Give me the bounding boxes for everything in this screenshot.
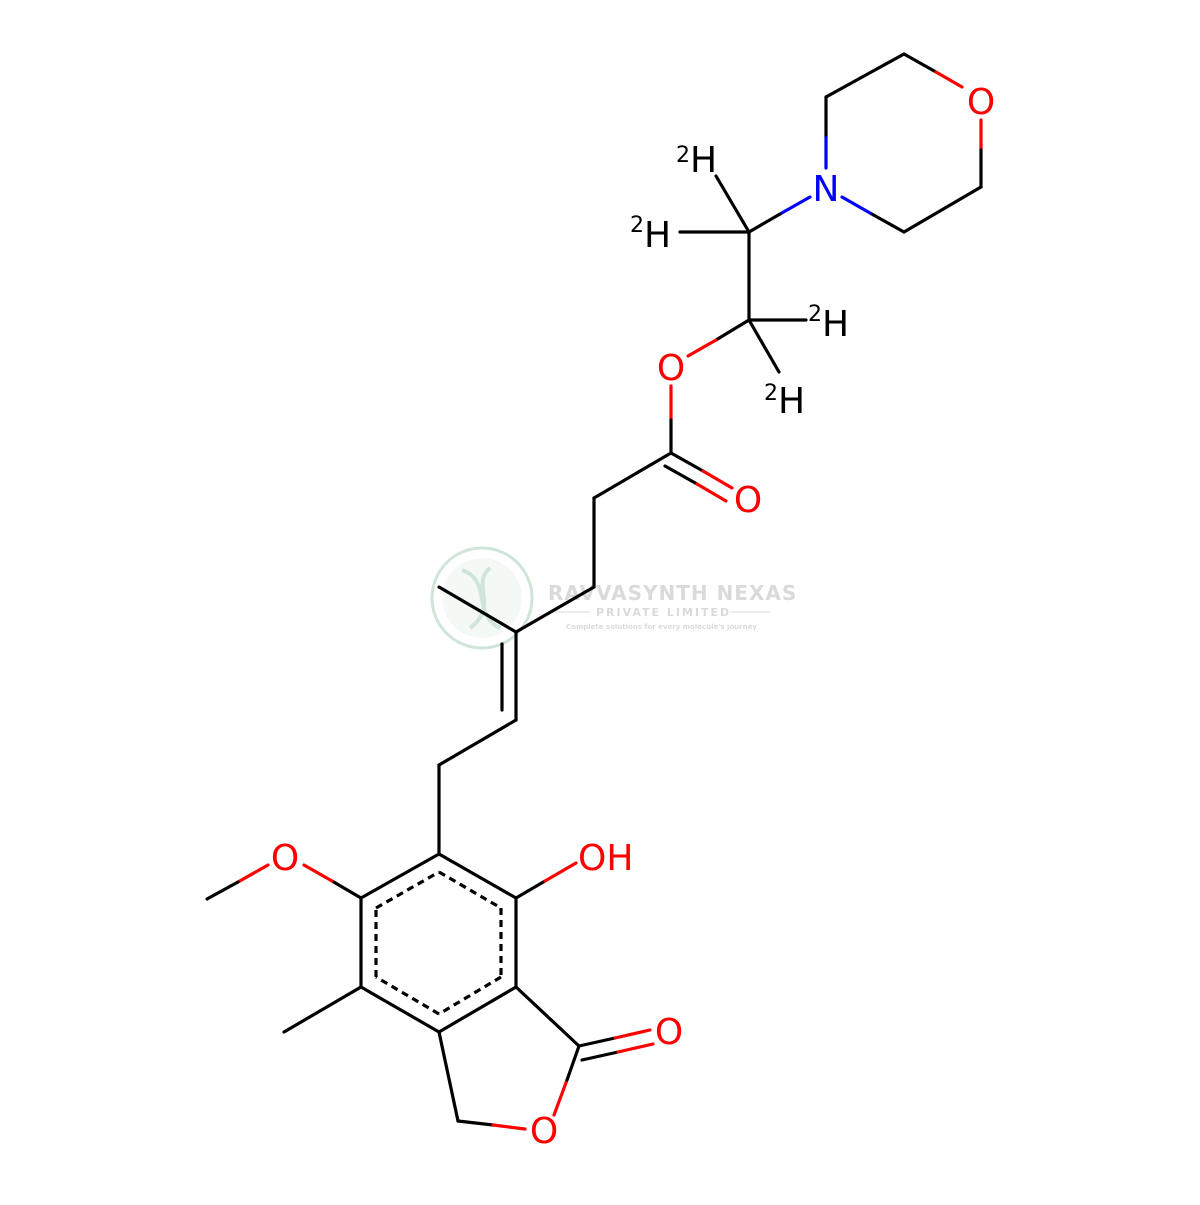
atom-o-lactone-ring: O <box>530 1111 558 1152</box>
hexenoate-chain <box>437 496 596 856</box>
watermark-logo-inner-icon <box>442 558 522 638</box>
atom-oh: OH <box>578 838 633 879</box>
ester-group <box>592 384 734 503</box>
isotope-label-d3: 2 <box>808 302 822 327</box>
isotope-label-d2: 2 <box>630 213 644 238</box>
watermark-tagline: Complete solutions for every molecule's … <box>566 623 757 631</box>
deuterated-ethyl-chain <box>678 174 812 374</box>
atom-h-d2: H <box>644 215 671 256</box>
watermark-logo-icon <box>430 546 534 650</box>
atom-o-methoxy: O <box>271 838 299 879</box>
atom-h-d1: H <box>690 140 717 181</box>
lactone-ring <box>437 985 655 1131</box>
ring-substituents <box>205 861 578 1034</box>
atom-h-d3: H <box>822 304 849 345</box>
isotope-label-d1: 2 <box>676 143 690 168</box>
atom-n-morpholine: N <box>813 169 840 210</box>
atom-h-d4: H <box>778 381 805 422</box>
atom-o-ester: O <box>657 348 685 389</box>
atom-o-carbonyl: O <box>734 480 762 521</box>
aromatic-ring <box>359 852 518 1034</box>
atom-o-morpholine: O <box>967 82 995 123</box>
watermark: RAVVASYNTH NEXAS PRIVATE LIMITED Complet… <box>430 546 797 650</box>
watermark-helix-icon <box>461 566 501 630</box>
morpholine-ring <box>824 52 983 234</box>
atom-o-lactone-carbonyl: O <box>655 1012 683 1053</box>
watermark-company: RAVVASYNTH NEXAS <box>548 581 797 605</box>
watermark-subtitle: PRIVATE LIMITED <box>596 606 731 619</box>
isotope-label-d4: 2 <box>764 381 778 406</box>
